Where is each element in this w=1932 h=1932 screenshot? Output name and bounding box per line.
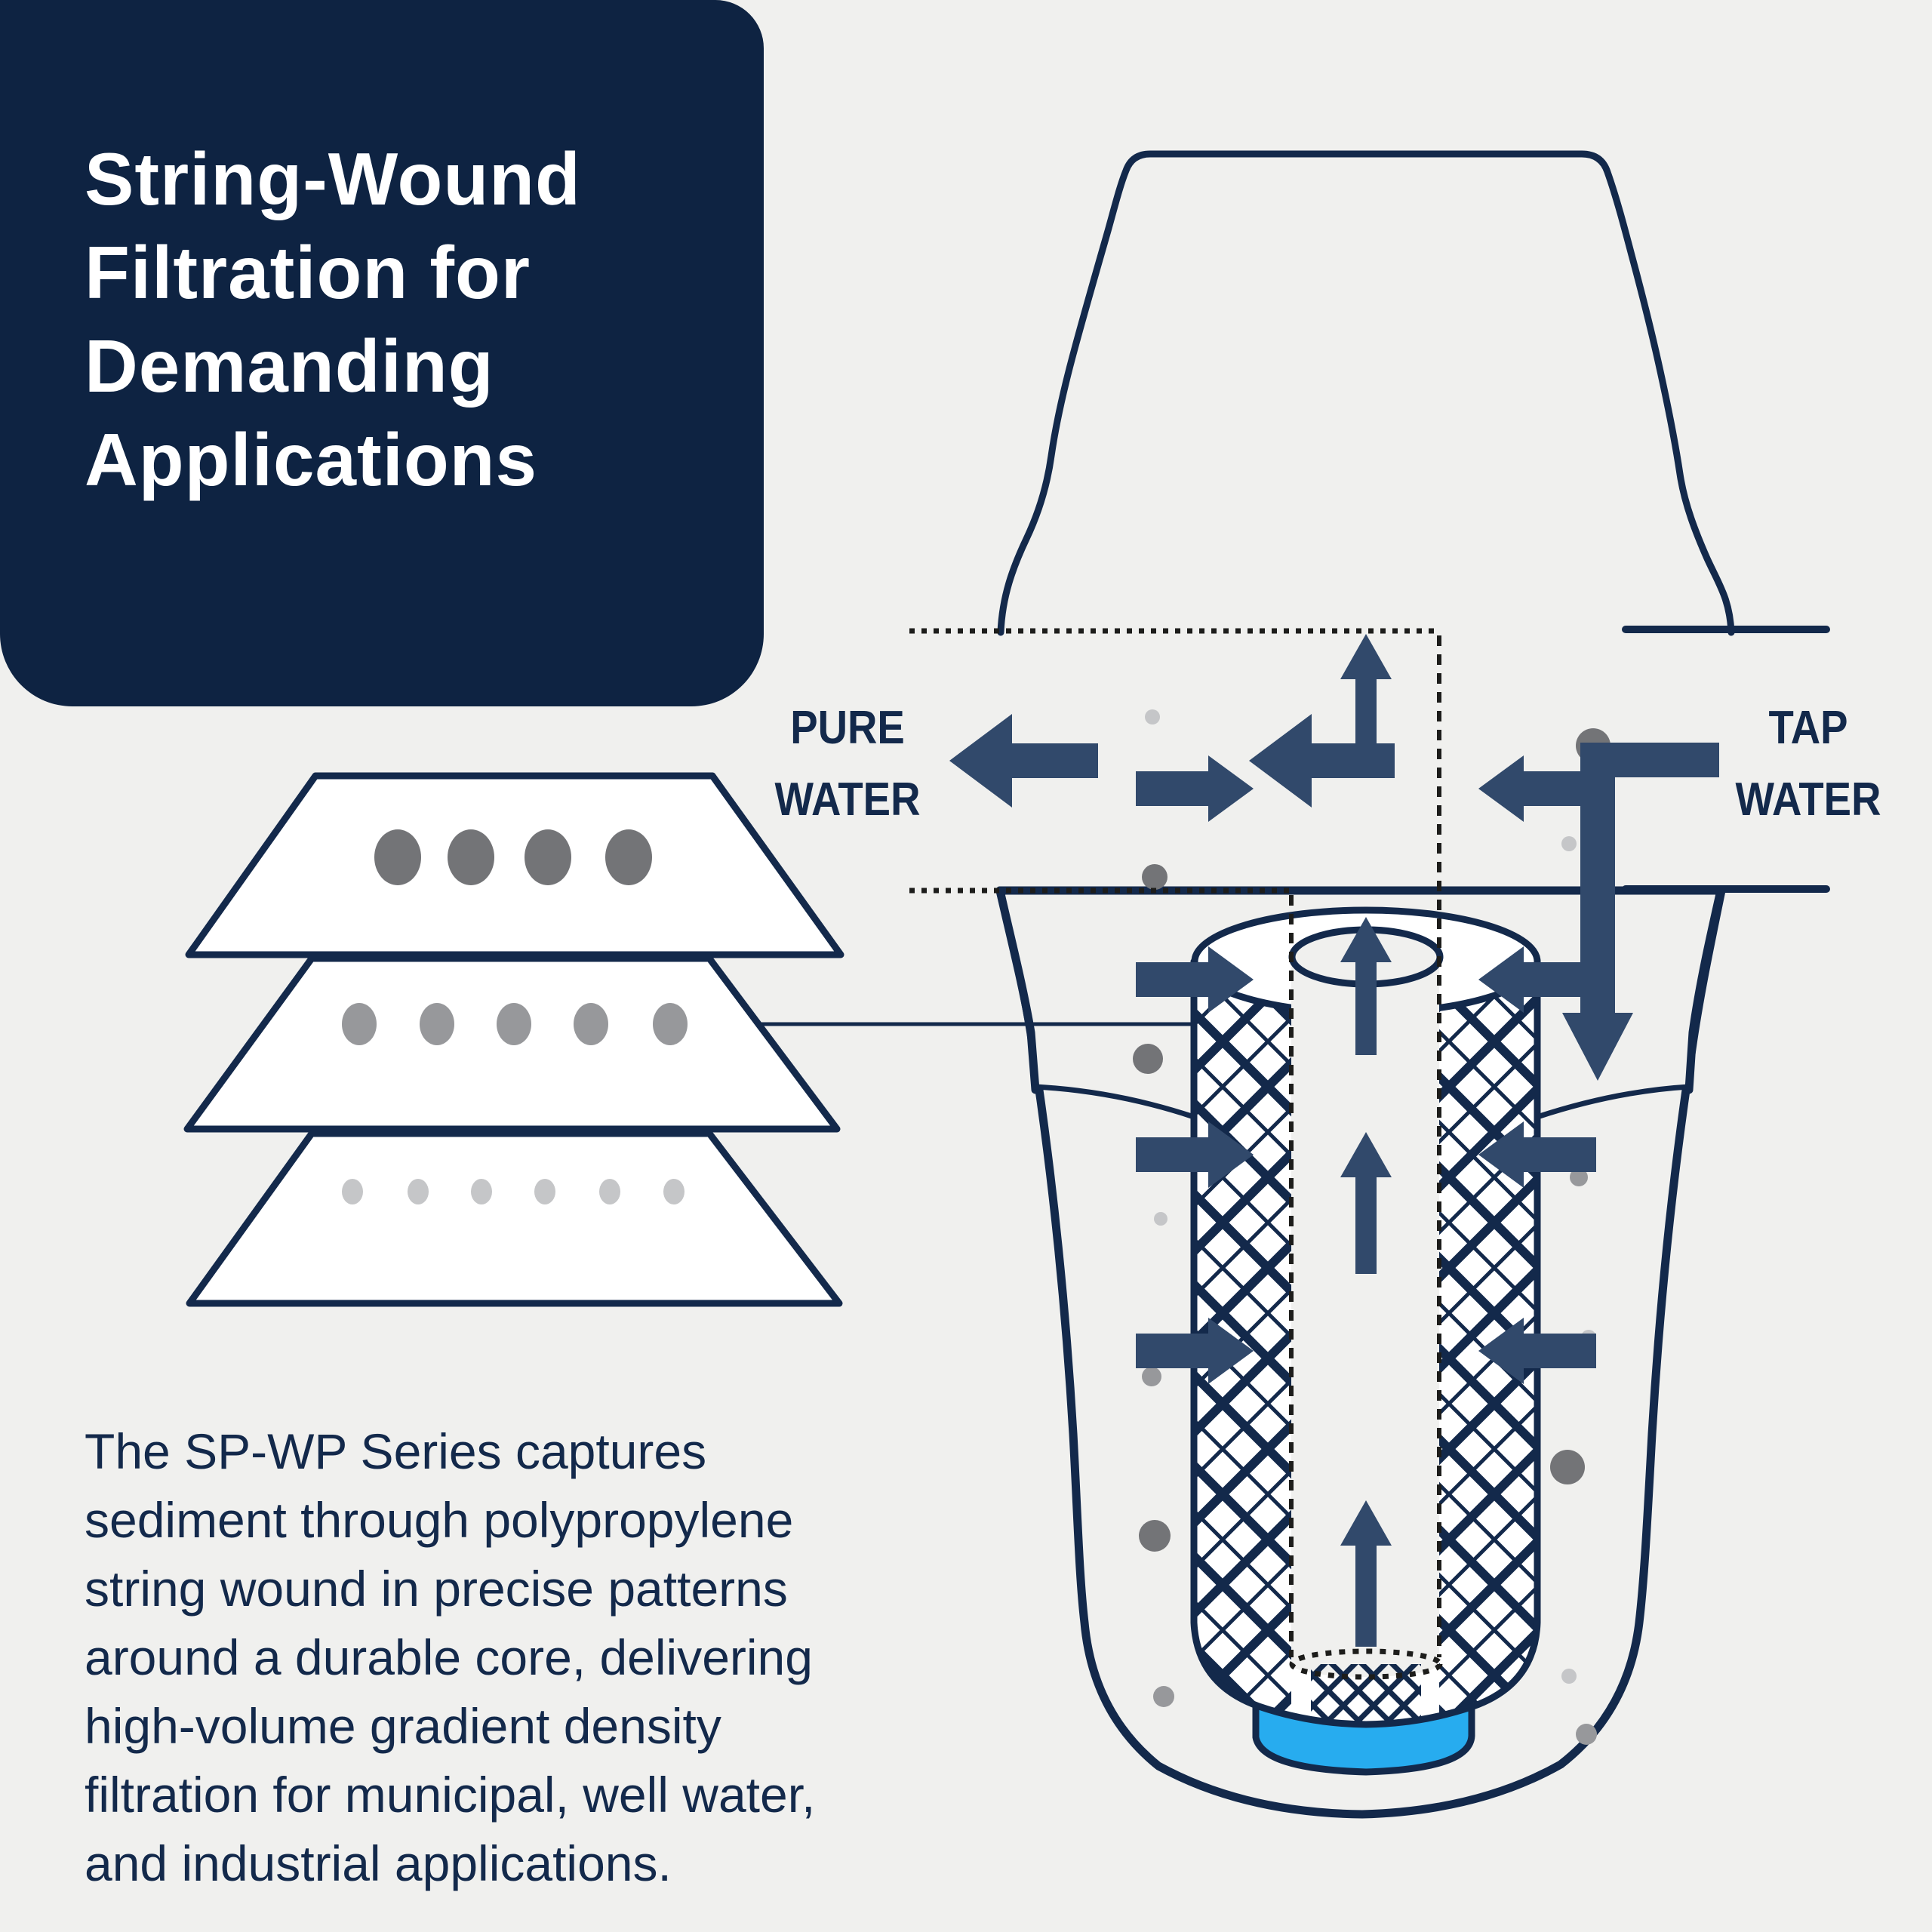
page-title: String-Wound Filtration for Demanding Ap…	[85, 137, 581, 501]
waterline-right	[1534, 1084, 1692, 1120]
inward-arrow-icons-left	[1136, 755, 1254, 1384]
down-arrow-icon	[1562, 743, 1719, 1081]
waterline-left	[1032, 1084, 1197, 1120]
layer-medium	[183, 955, 841, 1133]
description-text: The SP-WP Series captures sediment throu…	[85, 1423, 816, 1891]
left-arrow-icon	[949, 714, 1098, 808]
core-bottom-dotted	[1289, 1648, 1443, 1680]
core-channel	[1291, 930, 1439, 1677]
outlet-channel-guides	[909, 628, 1441, 1657]
inward-arrow-icons-right	[1478, 755, 1596, 1384]
gradient-layers-diagram	[183, 772, 844, 1307]
sediment-dots-fine	[342, 1179, 685, 1204]
housing-sump	[995, 886, 1726, 1819]
title-card	[0, 0, 764, 706]
layer-fine	[186, 1130, 843, 1307]
left-arrow-icon	[1249, 714, 1395, 808]
flow-arrows	[949, 634, 1719, 1647]
layer-coarse	[185, 772, 844, 958]
up-arrow-icons	[1340, 634, 1392, 1647]
head-outline	[997, 150, 1735, 636]
sediment-dots-medium	[342, 1003, 688, 1045]
sediment-dots-coarse	[374, 829, 652, 885]
tap-water-label: TAP WATER	[1735, 702, 1881, 826]
filter-head	[997, 150, 1830, 893]
pure-water-label: PURE WATER	[774, 702, 921, 826]
core-end-mesh	[1311, 1664, 1421, 1724]
